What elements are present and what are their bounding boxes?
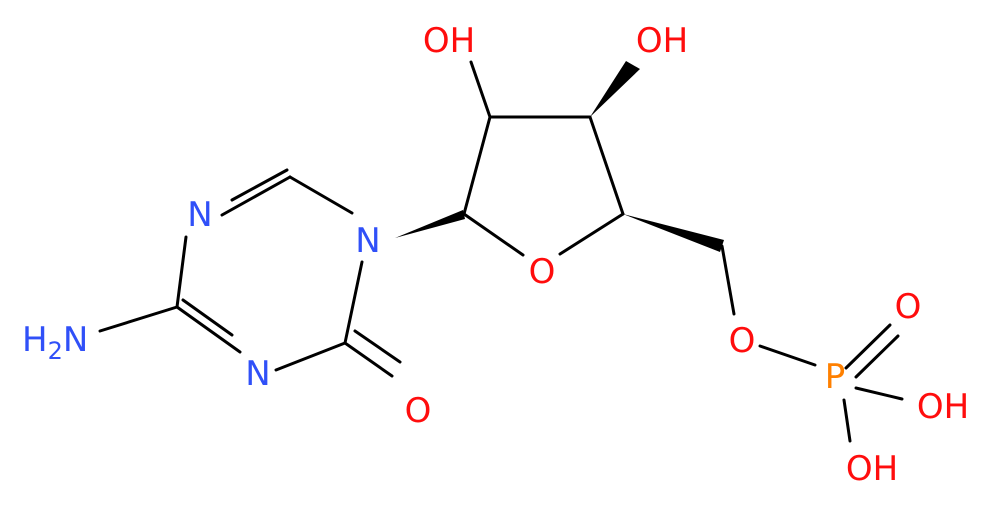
bond-p-oh1 (854, 386, 904, 401)
bond-c4-o (558, 212, 625, 256)
wedge-glycosidic (395, 210, 465, 238)
bond-p-o-double-a (844, 323, 892, 370)
atom-ring-o: O (529, 252, 556, 292)
bond-c4a-ntop (175, 235, 188, 309)
bond-c2-oh (469, 60, 492, 119)
bond-c5-o (720, 244, 736, 316)
bond-n3-c4-double (230, 168, 289, 202)
bond-n3b-c4a-double (181, 298, 234, 337)
bond-n1-c2 (343, 260, 364, 345)
atom-oh-2prime: OH (423, 21, 475, 61)
bond-c2-o (343, 341, 394, 378)
bond-c1-c2 (462, 115, 492, 216)
atom-n-glycosidic: N (355, 221, 380, 261)
atom-phosphorus: P (825, 357, 846, 397)
bond-n3b-c4a (175, 305, 242, 354)
atom-n-bottom: N (245, 354, 270, 394)
bond-p-oh2 (842, 398, 852, 443)
bond-c4a-amine (98, 305, 179, 333)
atom-p-oh-1: OH (917, 387, 969, 427)
atom-carbonyl-o: O (405, 391, 432, 431)
bond-c3-c4 (588, 115, 625, 216)
amine-h: H (22, 320, 48, 360)
atom-labels: N N N H2N O O OH OH O P O OH OH (22, 21, 969, 489)
bond-n3-c4 (220, 175, 292, 217)
triazine-ring-bonds (98, 168, 402, 378)
bond-c1-o (462, 212, 525, 257)
amine-group: H2N (22, 320, 88, 365)
bond-c4-n1 (288, 175, 354, 215)
amine-n: N (63, 320, 88, 360)
bond-c2-n3b (274, 341, 347, 372)
phosphate-bonds (758, 323, 904, 443)
atom-ester-o: O (729, 321, 756, 361)
atom-p-double-o: O (895, 287, 922, 327)
bond-o-p (758, 344, 817, 367)
amine-subscript: 2 (48, 337, 63, 365)
ribose-ring-bonds (395, 60, 736, 316)
wedge-c4-c5 (623, 214, 724, 252)
atom-oh-3prime: OH (636, 21, 688, 61)
bond-c2-o-double (353, 329, 402, 364)
bond-p-o-double-b (854, 334, 900, 379)
atom-n-top: N (187, 195, 212, 235)
wedge-c3-oh (590, 61, 640, 117)
atom-p-oh-2: OH (846, 449, 898, 489)
